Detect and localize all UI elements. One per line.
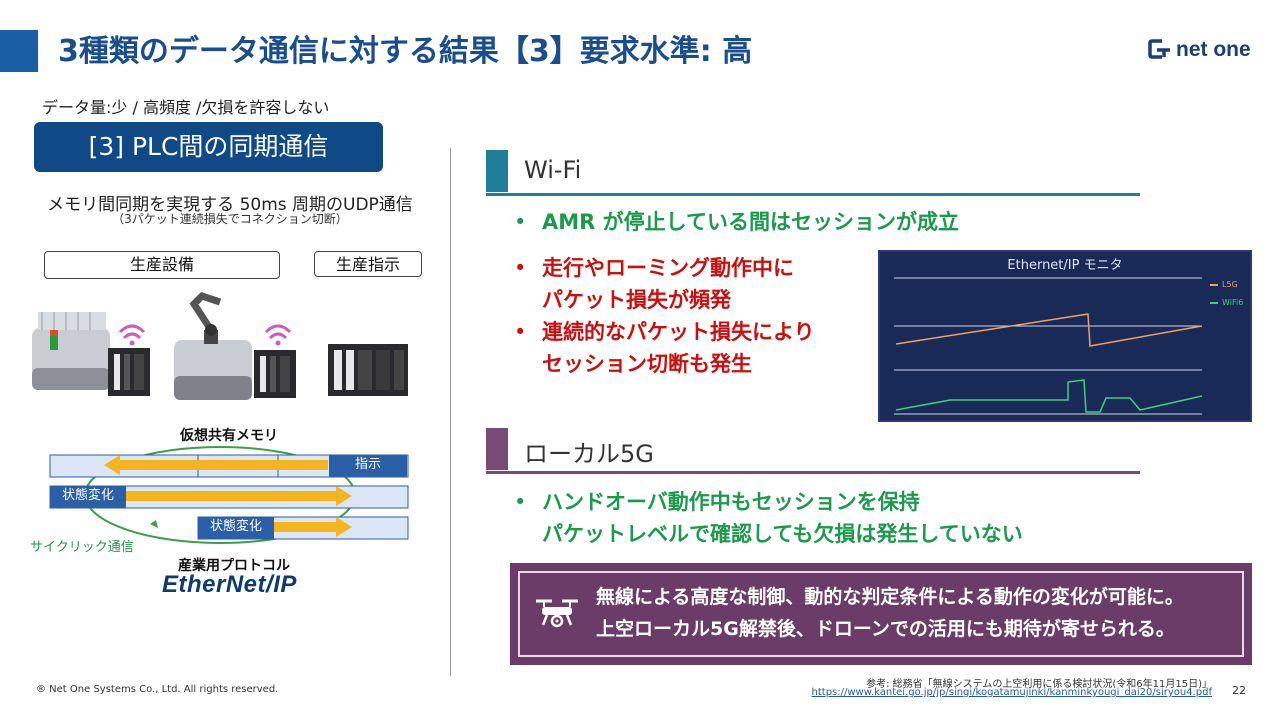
arrow-state-2 (266, 522, 338, 532)
copyright: ® Net One Systems Co., Ltd. All rights r… (36, 684, 279, 695)
callout-line-2: 上空ローカル5G解禁後、ドローンでの活用にも期待が寄せられる。 (596, 618, 1175, 640)
wifi-bullet-2-line1: 走行やローミング動作中に (542, 256, 794, 280)
page-number: 22 (1232, 684, 1246, 697)
column-divider (450, 148, 451, 676)
callout-text: 無線による高度な制御、動的な判定条件による動作の変化が可能に。 上空ローカル5G… (596, 581, 1184, 645)
wifi-bullet-2: •走行やローミング動作中に パケット損失が頻発 (514, 256, 794, 312)
wifi-bullet-1: •AMR が停止している間はセッションが成立 (514, 210, 959, 234)
local5g-section-header: ローカル5G (486, 428, 1140, 474)
plc-controller-icon (254, 350, 296, 398)
logo-text: net one (1176, 38, 1251, 61)
wifi-underline (486, 193, 1140, 196)
arrow-state-1 (126, 491, 338, 501)
wifi-accent-bar (486, 150, 508, 192)
arrow-instruction (118, 460, 328, 470)
local5g-bullet-1-line1: ハンドオーバ動作中もセッションを保持 (542, 490, 920, 514)
local5g-heading: ローカル5G (524, 440, 654, 468)
device-illustrations (32, 291, 408, 400)
ethernet-ip-monitor: Ethernet/IP モニタ L5G WiFi6 (878, 250, 1252, 422)
tag-state-change-1: 状態変化 (50, 486, 126, 508)
wifi-heading: Wi-Fi (524, 156, 582, 184)
monitor-plot (894, 277, 1203, 415)
monitor-plot-area (890, 272, 1203, 416)
ethernet-ip-logo: EtherNet/IP (162, 571, 297, 598)
local5g-bullet-1: •ハンドオーバ動作中もセッションを保持 パケットレベルで確認しても欠損は発生して… (514, 490, 1023, 546)
tag-state-change-2: 状態変化 (198, 517, 274, 539)
local5g-bullet-1-line2: パケットレベルで確認しても欠損は発生していない (542, 522, 1023, 546)
virtual-memory-label: 仮想共有メモリ (180, 428, 278, 444)
wifi-bullet-3-line2: セッション切断も発生 (542, 352, 752, 376)
memory-sync-diagram (49, 446, 409, 544)
legend-l5g: L5G (1210, 280, 1238, 289)
title-accent-bar (0, 30, 38, 72)
protocol-label: 産業用プロトコル (178, 558, 290, 574)
wifi6-series-line (895, 379, 1203, 413)
plc-controller-icon (108, 348, 150, 396)
net-one-logo: net one (1148, 38, 1251, 62)
callout-border (518, 571, 1244, 657)
wifi-bullet-3: •連続的なパケット損失により セッション切断も発生 (514, 320, 815, 376)
cyclic-label: サイクリック通信 (30, 540, 134, 555)
tag-instruction: 指示 (329, 455, 407, 477)
plc-description: メモリ間同期を実現する 50ms 周期のUDP通信 (47, 195, 413, 215)
reference-link[interactable]: https://www.kantei.go.jp/jp/singi/kogata… (811, 687, 1212, 698)
conclusion-callout: 無線による高度な制御、動的な判定条件による動作の変化が可能に。 上空ローカル5G… (510, 563, 1252, 665)
plc-description-note: （3パケット連続損失でコネクション切断） (112, 212, 348, 226)
page-title: 3種類のデータ通信に対する結果【3】要求水準: 高 (58, 34, 753, 69)
callout-line-1: 無線による高度な制御、動的な判定条件による動作の変化が可能に。 (596, 586, 1184, 608)
amr-robot-icon (32, 312, 110, 390)
plc-sync-title: [3] PLC間の同期通信 (34, 122, 383, 172)
reference-note: 参考: 総務省「無線システムの上空利用に係る検討状況(令和6年11月15日)」 (866, 679, 1212, 690)
production-instruction-label: 生産指示 (314, 251, 422, 277)
net-one-logo-icon (1148, 39, 1170, 59)
wireless-signal-icon (264, 324, 292, 346)
local5g-underline (486, 471, 1140, 474)
wireless-signal-icon (118, 324, 146, 346)
local5g-accent-bar (486, 428, 508, 470)
plc-controller-icon (328, 344, 408, 396)
robot-arm-amr-icon (174, 291, 252, 400)
production-equipment-label: 生産設備 (44, 251, 280, 279)
monitor-title: Ethernet/IP モニタ (1007, 258, 1123, 273)
wifi-bullet-1-text: AMR が停止している間はセッションが成立 (542, 210, 959, 234)
legend-wifi6: WiFi6 (1210, 298, 1243, 307)
wifi-section-header: Wi-Fi (486, 150, 1140, 196)
wifi-bullet-2-line2: パケット損失が頻発 (542, 288, 731, 312)
drone-icon (536, 599, 578, 628)
wifi-bullet-3-line1: 連続的なパケット損失により (542, 320, 815, 344)
l5g-series-line (895, 313, 1203, 347)
data-characteristics: データ量:少 / 高頻度 /欠損を許容しない (42, 98, 330, 117)
